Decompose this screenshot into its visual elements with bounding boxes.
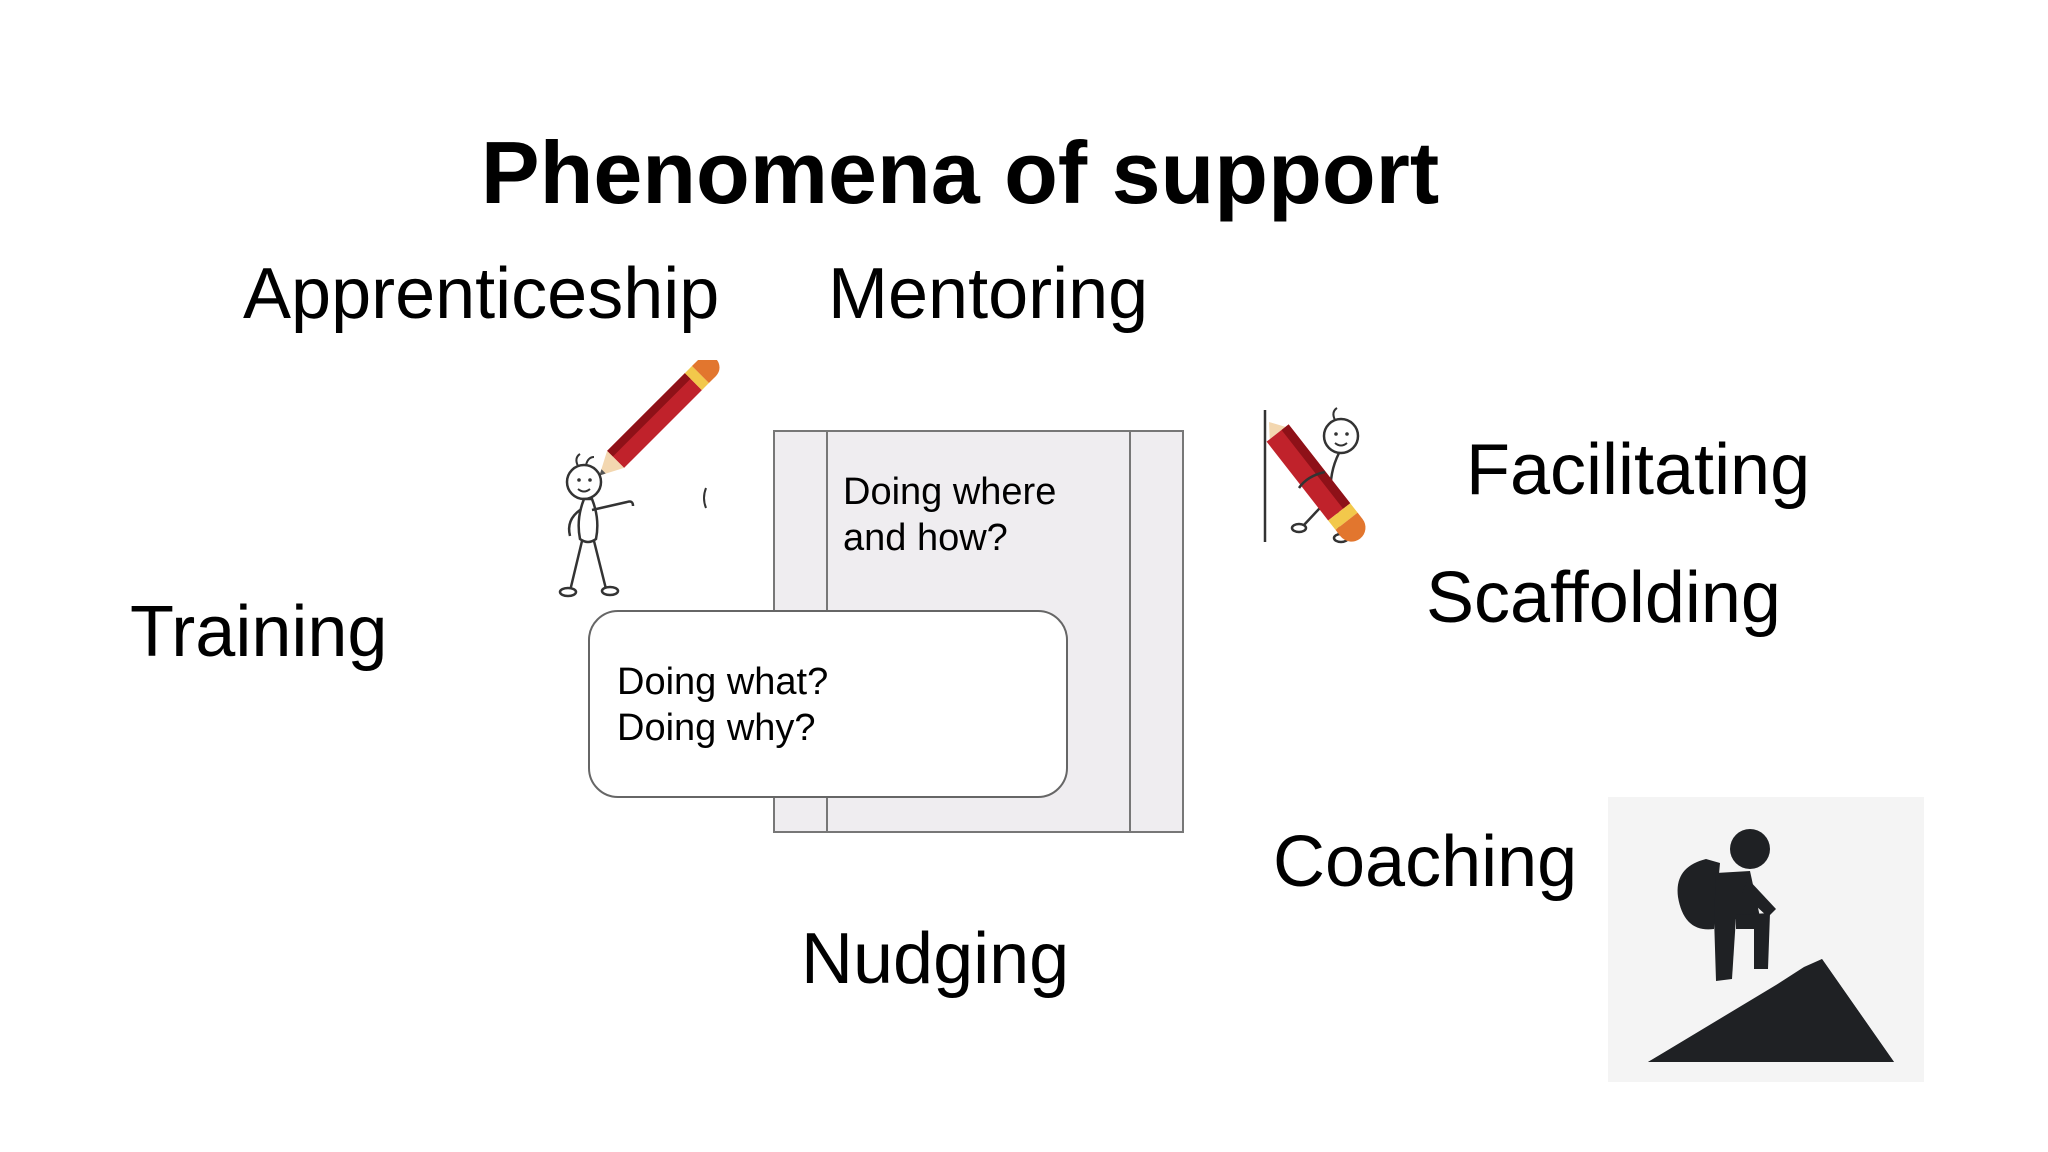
hiker-climbing-icon: [1648, 829, 1894, 1062]
hiker-image: [1608, 797, 1924, 1082]
term-nudging: Nudging: [801, 919, 1070, 999]
term-apprenticeship: Apprenticeship: [243, 254, 720, 334]
back-panel-line-2: and how?: [843, 517, 1008, 559]
panel-rail-right: [1129, 432, 1131, 831]
term-coaching: Coaching: [1273, 822, 1578, 902]
term-training: Training: [130, 592, 388, 672]
stick-figure-pencil-icon: [1255, 402, 1395, 562]
term-scaffolding: Scaffolding: [1426, 558, 1781, 638]
front-card-line-2: Doing why?: [617, 707, 816, 749]
slide-title: Phenomena of support: [480, 123, 1440, 222]
stick-figure-pencil-icon: [530, 360, 730, 600]
term-mentoring: Mentoring: [828, 254, 1149, 334]
front-card-line-1: Doing what?: [617, 661, 829, 703]
term-facilitating: Facilitating: [1466, 430, 1811, 510]
front-card: [588, 610, 1068, 798]
back-panel-line-1: Doing where: [843, 471, 1057, 513]
